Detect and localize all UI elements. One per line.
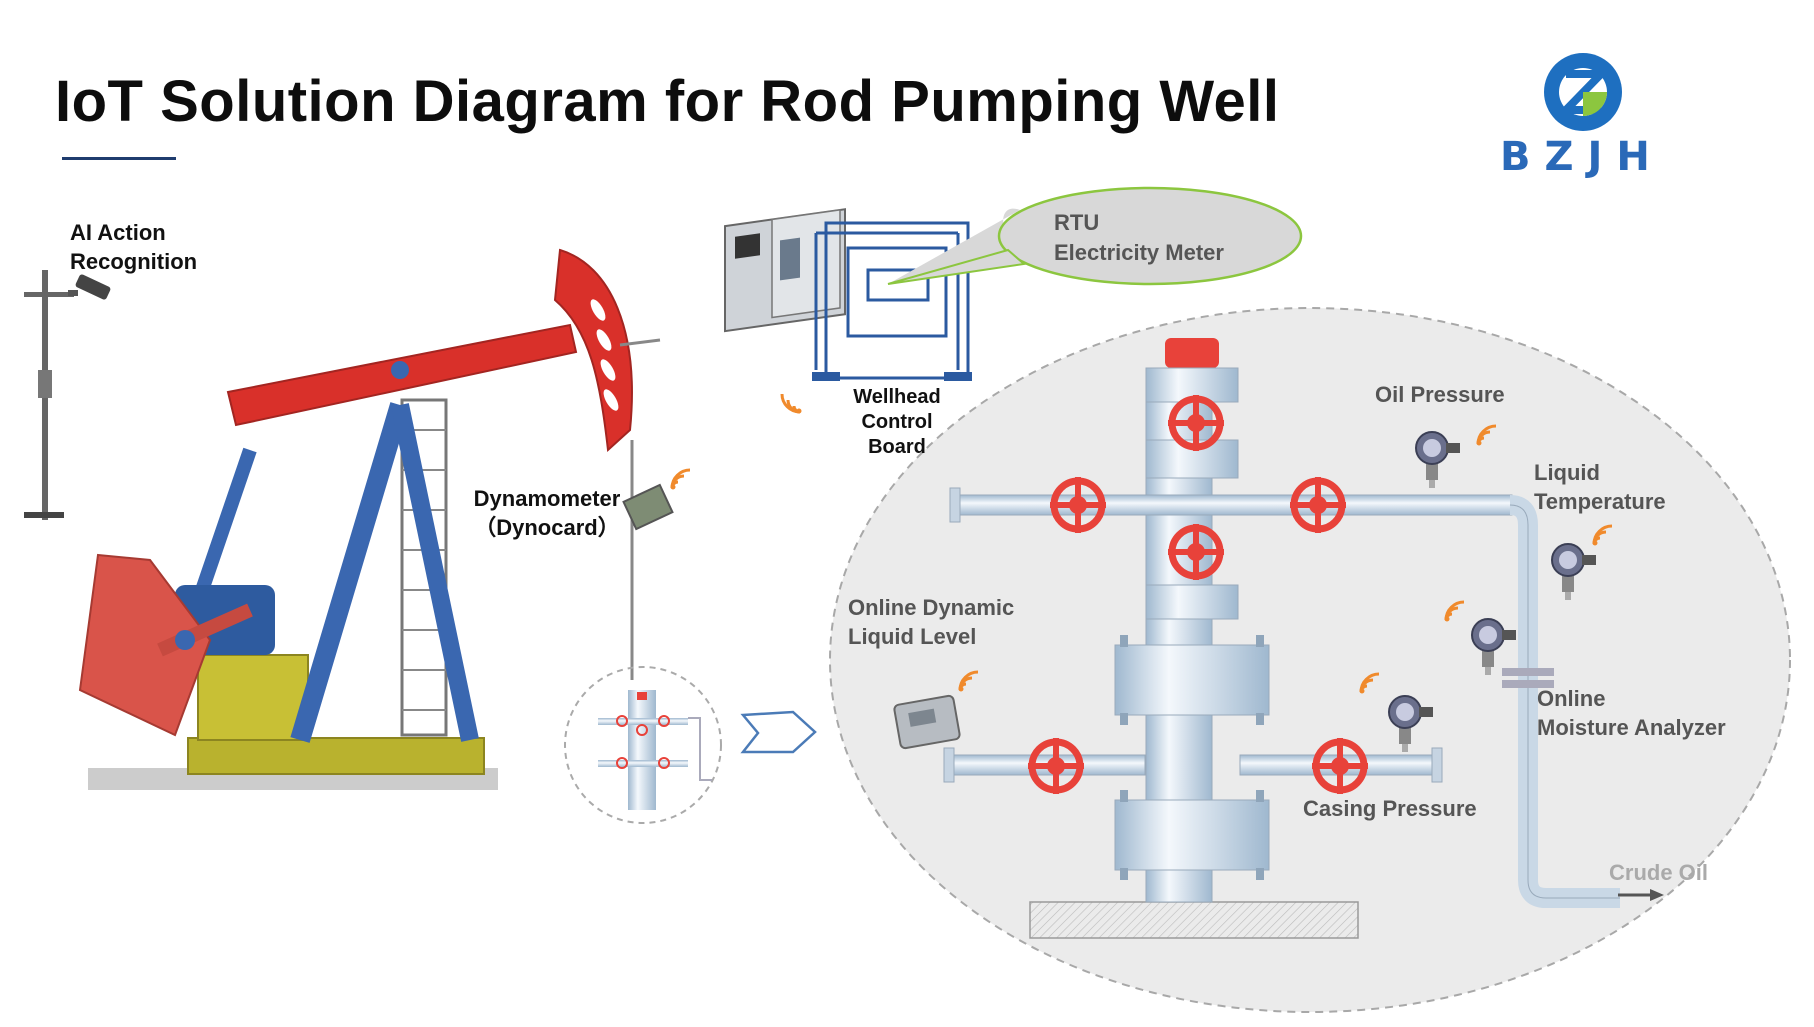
wellhead-control-board-icon <box>812 221 972 381</box>
online-moisture-analyzer-label: Online Moisture Analyzer <box>1537 686 1726 740</box>
rtu-label: RTU <box>1054 210 1100 235</box>
brand-name: BZJH <box>1500 134 1664 180</box>
camera-icon <box>68 274 111 300</box>
rtu-callout-bubble <box>887 186 1303 286</box>
bzjh-logo-icon <box>1544 53 1622 131</box>
electricity-meter-label: Electricity Meter <box>1054 240 1224 265</box>
online-dynamic-liquid-level-label: Online Dynamic Liquid Level <box>848 595 1015 649</box>
camera-pole <box>24 270 111 520</box>
liquid-temperature-label: Liquid Temperature <box>1534 460 1666 514</box>
casing-pressure-label: Casing Pressure <box>1303 796 1477 821</box>
pump-jack <box>78 248 661 790</box>
control-board-wifi-icon <box>780 392 803 415</box>
wellhead-assembly <box>943 338 1664 939</box>
wellhead-thumbnail <box>564 666 722 824</box>
dynamometer-device-icon <box>622 468 692 531</box>
title-underline <box>62 157 176 160</box>
oil-pressure-label: Oil Pressure <box>1375 382 1505 407</box>
zoom-arrow-icon <box>740 710 817 754</box>
liquid-level-meter-icon <box>893 670 980 750</box>
page-title: IoT Solution Diagram for Rod Pumping Wel… <box>55 69 1280 134</box>
wellhead-control-board-label: Wellhead Control Board <box>853 386 941 458</box>
crude-oil-label: Crude Oil <box>1609 860 1709 885</box>
dynamometer-label: Dynamometer （Dynocard） <box>473 486 621 540</box>
ai-action-recognition-label: AI Action Recognition <box>70 220 198 274</box>
